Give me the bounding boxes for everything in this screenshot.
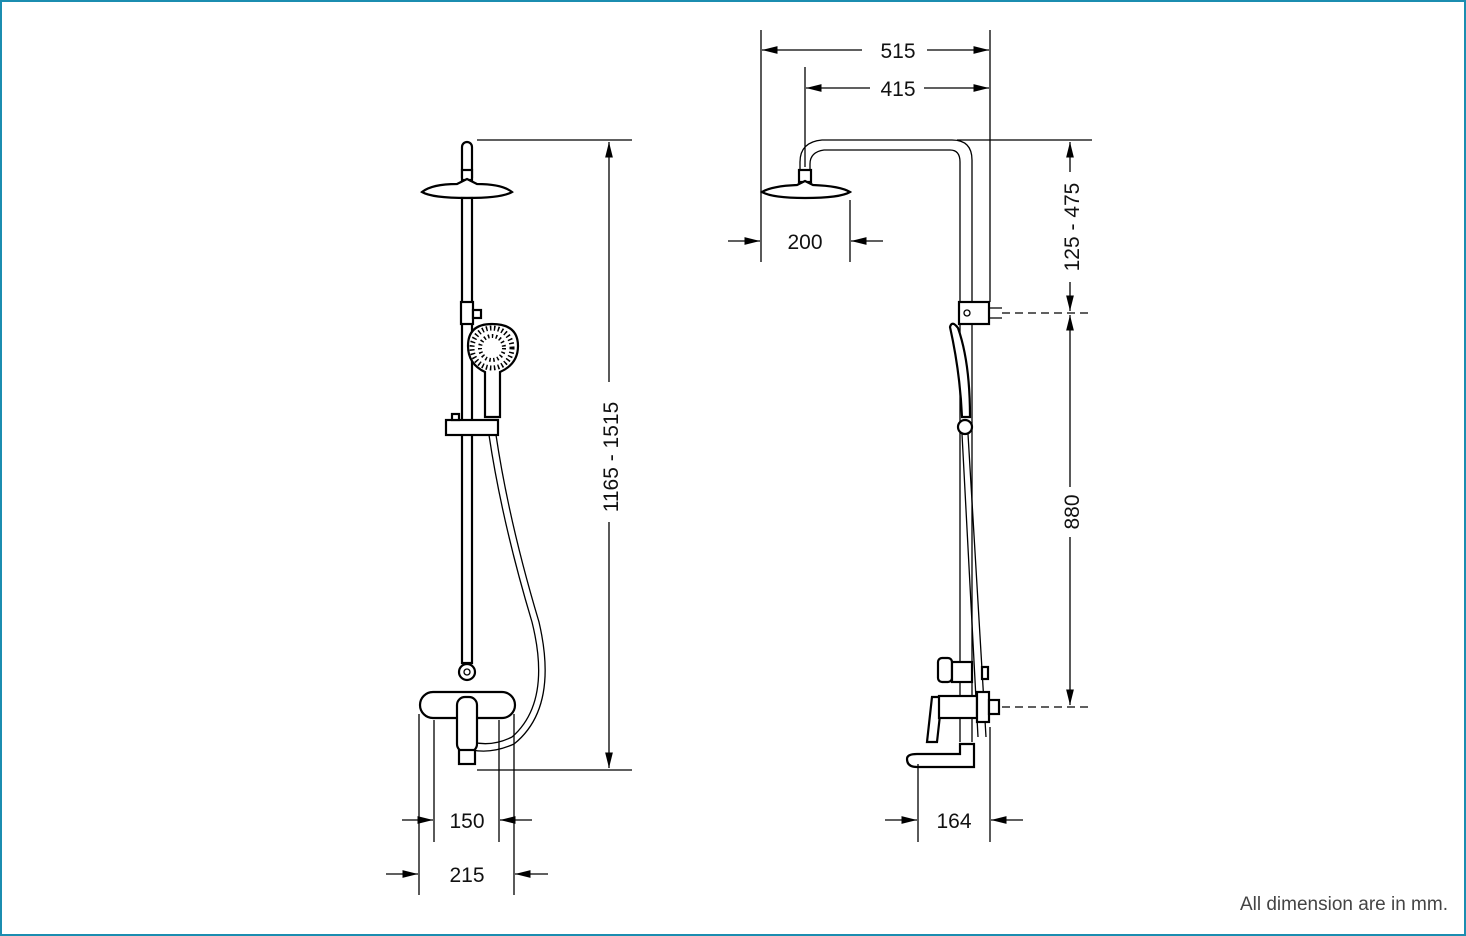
dim-515: 515 (880, 40, 915, 63)
side-dimensions: 515 415 200 125 - 475 880 164 (728, 30, 1092, 842)
units-note: All dimension are in mm. (1239, 894, 1448, 915)
dim-164: 164 (936, 810, 971, 833)
dim-200: 200 (787, 231, 822, 254)
dim-880: 880 (1061, 494, 1084, 529)
front-view-shower (418, 140, 546, 766)
front-dimensions: 1165 - 1515 150 215 (386, 139, 632, 895)
side-view-shower (759, 139, 1002, 769)
dim-125-475: 125 - 475 (1061, 183, 1084, 272)
dim-150: 150 (449, 810, 484, 833)
dim-415: 415 (880, 78, 915, 101)
dim-overall-height: 1165 - 1515 (600, 402, 623, 513)
dim-215: 215 (449, 864, 484, 887)
